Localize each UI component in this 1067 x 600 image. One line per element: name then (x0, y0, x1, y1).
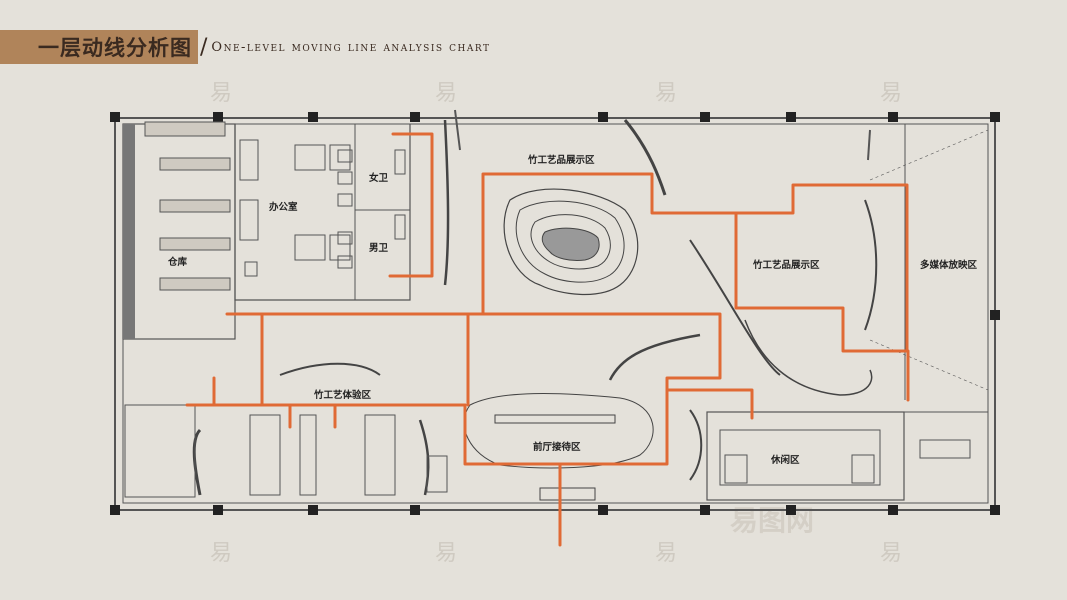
room-labels: 仓库 办公室 女卫 男卫 竹工艺品展示区 竹工艺品展示区 多媒体放映区 竹工艺体… (167, 154, 978, 466)
label-lobby-reception: 前厅接待区 (533, 441, 581, 453)
workshop-tables (124, 404, 448, 498)
lounge-furniture (724, 439, 971, 484)
label-bamboo-experience: 竹工艺体验区 (313, 389, 372, 401)
page-header: 一层动线分析图 / One-level moving line analysis… (0, 30, 491, 64)
label-multimedia-area: 多媒体放映区 (920, 259, 978, 271)
label-warehouse: 仓库 (167, 256, 188, 268)
label-bamboo-exhibit-1: 竹工艺品展示区 (527, 154, 595, 166)
central-sculpture (503, 188, 639, 295)
label-mens-restroom: 男卫 (369, 243, 389, 254)
route-lounge (665, 388, 754, 420)
restroom-fixtures (337, 149, 406, 269)
office-furniture (239, 139, 351, 277)
structural-columns (110, 112, 1000, 515)
watermark-glyph: 易 (655, 541, 677, 566)
watermark-layer: 易 易 易 易 易 易 易 易 易图网 (210, 81, 902, 566)
label-bamboo-exhibit-2: 竹工艺品展示区 (752, 259, 820, 271)
route-exhibit-loop (481, 172, 910, 402)
label-office: 办公室 (269, 201, 298, 213)
watermark-brand: 易图网 (730, 504, 814, 537)
route-multimedia (734, 183, 909, 353)
watermark-glyph: 易 (210, 81, 232, 106)
route-restrooms (388, 132, 434, 278)
warehouse-shelves (144, 121, 231, 291)
circulation-route (185, 132, 910, 547)
watermark-glyph: 易 (880, 81, 902, 106)
watermark-glyph: 易 (210, 541, 232, 566)
watermark-glyph: 易 (435, 81, 457, 106)
title-separator: / (200, 34, 208, 60)
route-main-loop (225, 312, 722, 466)
watermark-glyph: 易 (880, 541, 902, 566)
route-experience-branches (212, 376, 337, 429)
watermark-glyph: 易 (435, 541, 457, 566)
title-english: One-level moving line analysis chart (211, 39, 491, 55)
label-lounge: 休闲区 (770, 454, 800, 466)
label-womens-restroom: 女卫 (369, 172, 389, 184)
watermark-glyph: 易 (655, 81, 677, 106)
reception-island (463, 393, 654, 501)
title-chinese: 一层动线分析图 (0, 30, 198, 64)
